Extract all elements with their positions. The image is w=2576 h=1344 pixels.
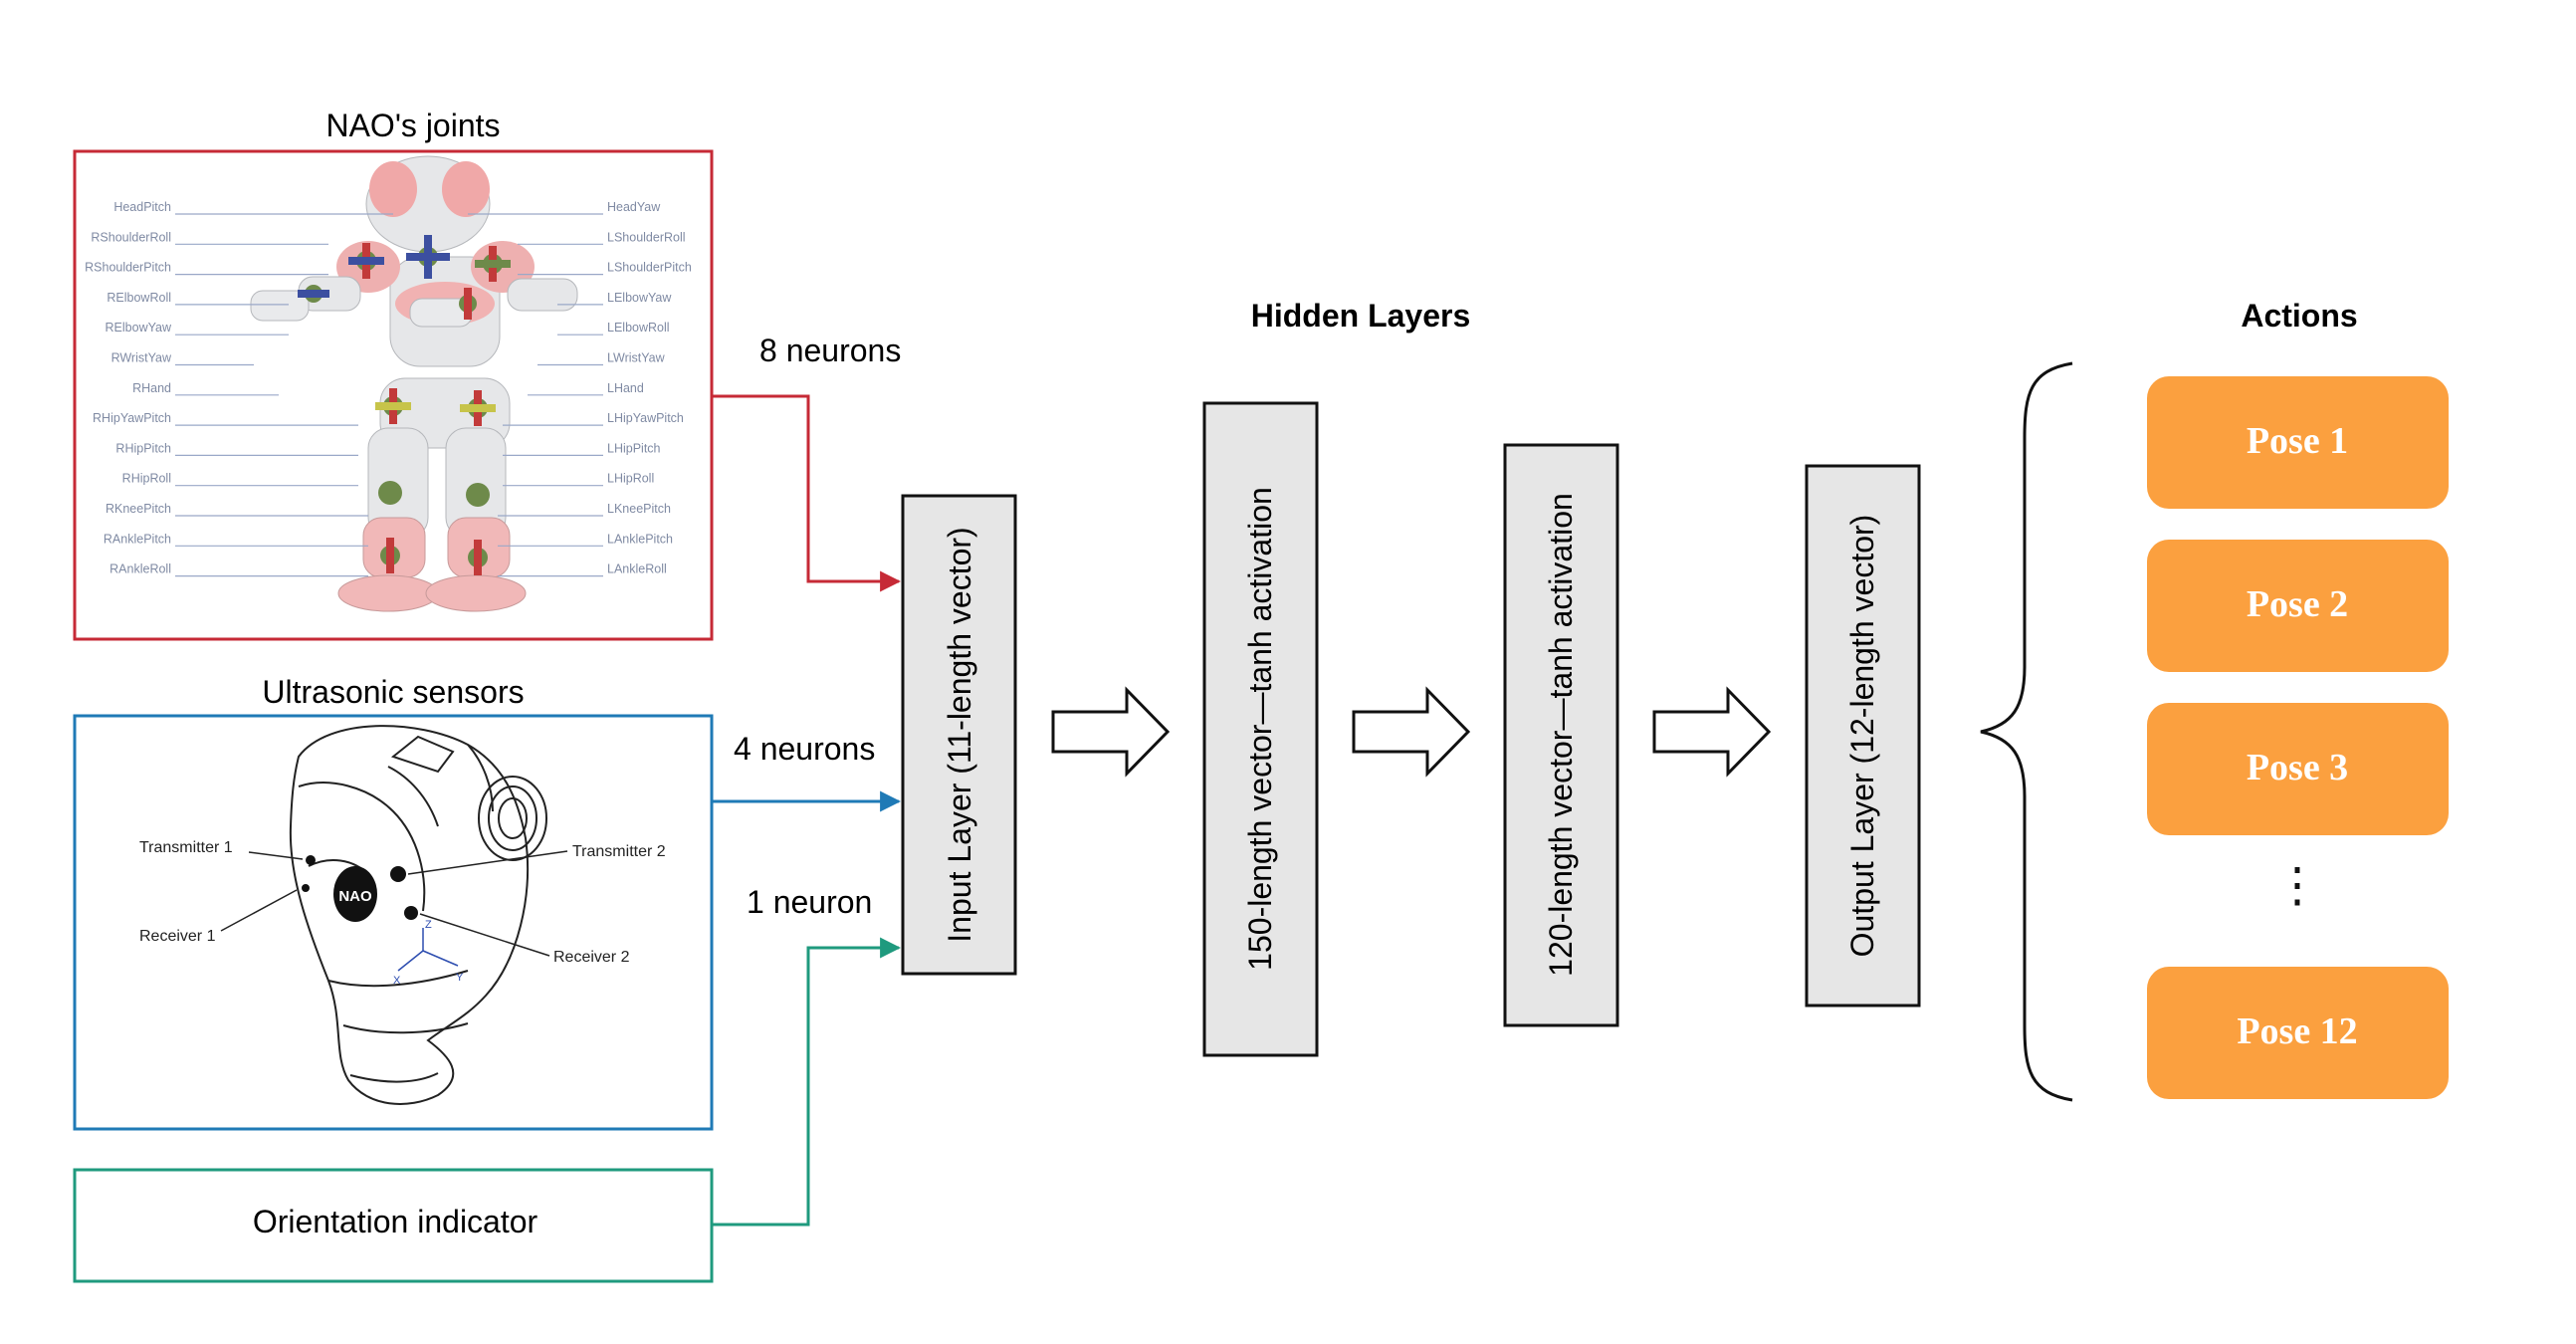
- transmitter-1-label: Transmitter 1: [139, 839, 233, 856]
- joint-label-lhiproll: LHipRoll: [607, 472, 654, 486]
- joint-label-lhipyawpitch: LHipYawPitch: [607, 411, 684, 425]
- orientation-neurons-label: 1 neuron: [747, 884, 872, 920]
- input-layer-label: Input Layer (11-length vector): [942, 527, 977, 942]
- output-layer-label: Output Layer (12-length vector): [1844, 515, 1880, 958]
- orientation-connector-arrow: [712, 937, 902, 1227]
- joint-label-lwristyaw: LWristYaw: [607, 351, 666, 365]
- output-layer-box: [1805, 464, 1921, 1008]
- ultrasonic-neurons-label: 4 neurons: [734, 731, 875, 767]
- hidden-layer-1-label: 150-length vector—tanh activation: [1242, 487, 1278, 971]
- sensor-leader-lines: [220, 850, 568, 957]
- orientation-label: Orientation indicator: [253, 1204, 538, 1239]
- nao-logo-badge: NAO: [333, 866, 377, 922]
- receiver-2-label: Receiver 2: [553, 949, 630, 966]
- nao-logo-text: NAO: [338, 888, 372, 905]
- pose-1-label: Pose 1: [2247, 420, 2348, 462]
- joint-label-lkneepitch: LKneePitch: [607, 502, 671, 516]
- flow-arrow-1: [1051, 686, 1171, 778]
- joints-title: NAO's joints: [325, 108, 500, 143]
- head-axes: [397, 928, 459, 972]
- hidden-layer-2-label: 120-length vector—tanh activation: [1543, 493, 1579, 977]
- ultrasonic-panel: [73, 714, 714, 1131]
- joints-connector-arrow: [712, 394, 902, 592]
- joint-label-lelbowroll: LElbowRoll: [607, 321, 670, 335]
- joint-label-headpitch: HeadPitch: [113, 200, 171, 214]
- hidden-layers-title: Hidden Layers: [1251, 298, 1471, 334]
- flow-arrow-3: [1652, 686, 1772, 778]
- joint-label-lhand: LHand: [607, 381, 644, 395]
- joint-label-rhipyawpitch: RHipYawPitch: [93, 411, 171, 425]
- hidden-layer-1-box: [1202, 401, 1319, 1057]
- pose-3-box: Pose 3: [2147, 703, 2449, 835]
- actions-curly-brace: [1980, 361, 2073, 1102]
- joint-label-lshoulderroll: LShoulderRoll: [607, 230, 686, 244]
- joint-label-relbowroll: RElbowRoll: [107, 291, 171, 305]
- joint-label-rshoulderpitch: RShoulderPitch: [85, 261, 171, 275]
- nao-robot-figure: [250, 155, 578, 612]
- joint-label-lelbowyaw: LElbowYaw: [607, 291, 672, 305]
- pose-1-box: Pose 1: [2147, 376, 2449, 509]
- joint-label-rankleroll: RAnkleRoll: [109, 562, 171, 576]
- joint-label-rhiproll: RHipRoll: [122, 472, 171, 486]
- actions-title: Actions: [2241, 298, 2357, 334]
- pose-12-label: Pose 12: [2237, 1010, 2357, 1052]
- ultrasonic-title: Ultrasonic sensors: [262, 674, 524, 710]
- pose-2-box: Pose 2: [2147, 540, 2449, 672]
- joint-label-rhand: RHand: [132, 381, 171, 395]
- joint-label-lankleroll: LAnkleRoll: [607, 562, 667, 576]
- input-layer-box: [901, 494, 1017, 976]
- axis-y-label: Y: [456, 972, 464, 984]
- joint-label-headyaw: HeadYaw: [607, 200, 661, 214]
- joint-label-rshoulderroll: RShoulderRoll: [91, 230, 171, 244]
- transmitter-2-label: Transmitter 2: [572, 843, 666, 860]
- pose-2-label: Pose 2: [2247, 583, 2348, 625]
- joint-label-ranklepitch: RAnklePitch: [104, 532, 171, 546]
- pose-3-label: Pose 3: [2247, 747, 2348, 788]
- joint-label-rkneepitch: RKneePitch: [106, 502, 171, 516]
- joint-label-relbowyaw: RElbowYaw: [106, 321, 172, 335]
- flow-arrow-2: [1352, 686, 1471, 778]
- joint-label-rhippitch: RHipPitch: [115, 441, 171, 455]
- nao-head-ear-speaker: [478, 776, 547, 861]
- joint-axes-markers: [298, 235, 511, 575]
- joint-leader-lines: [175, 213, 603, 577]
- joint-label-rwristyaw: RWristYaw: [111, 351, 172, 365]
- joint-label-lanklepitch: LAnklePitch: [607, 532, 673, 546]
- axis-z-label: Z: [425, 919, 432, 931]
- ultrasonic-sensor-dots: [302, 855, 418, 920]
- hidden-layer-2-box: [1503, 443, 1619, 1027]
- axis-x-label: X: [393, 975, 401, 987]
- joint-label-lhippitch: LHipPitch: [607, 441, 661, 455]
- poses-ellipsis: ⋮: [2273, 859, 2321, 912]
- nao-head-sketch: [289, 725, 529, 1105]
- receiver-1-label: Receiver 1: [139, 928, 216, 945]
- pose-12-box: Pose 12: [2147, 967, 2449, 1099]
- joints-neurons-label: 8 neurons: [759, 333, 901, 368]
- joint-label-lshoulderpitch: LShoulderPitch: [607, 261, 692, 275]
- joint-labels-right: HeadYawLShoulderRollLShoulderPitchLElbow…: [607, 200, 692, 576]
- orientation-panel: [73, 1168, 714, 1283]
- joint-labels-left: HeadPitchRShoulderRollRShoulderPitchRElb…: [85, 200, 172, 576]
